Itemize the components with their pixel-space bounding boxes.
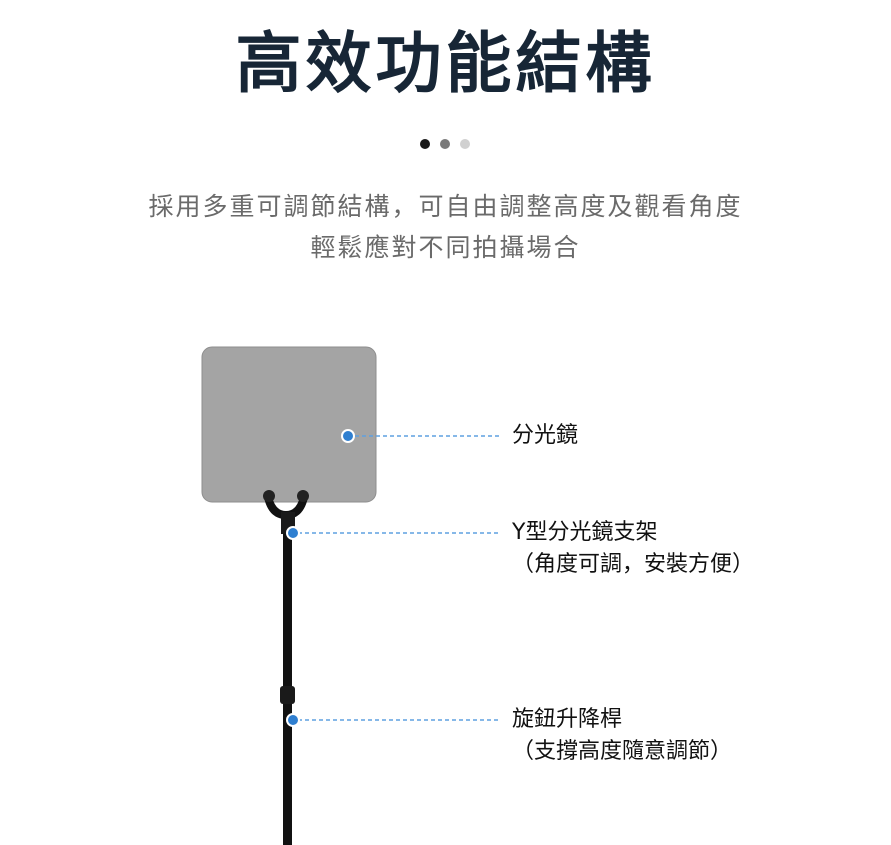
callout-note: （角度可調，安裝方便） (512, 552, 755, 577)
callout-dot-splitter (341, 429, 355, 443)
callout-title: 旋鈕升降桿 (512, 707, 623, 732)
callout-title: 分光鏡 (512, 423, 579, 448)
callout-dot-bracket (286, 526, 300, 540)
callout-note: （支撐高度隨意調節） (512, 739, 733, 764)
knob-joint (280, 686, 295, 704)
carousel-indicators (420, 139, 470, 149)
page-title: 高效功能結構 (235, 25, 656, 102)
lift-pole (283, 520, 292, 845)
carousel-dot-1[interactable] (420, 139, 430, 149)
callout-title: Y型分光鏡支架 (512, 520, 658, 545)
carousel-dot-2[interactable] (440, 139, 450, 149)
carousel-dot-3[interactable] (460, 139, 470, 149)
beam-splitter-glass (201, 346, 377, 503)
callout-pole: 旋鈕升降桿 （支撐高度隨意調節） (512, 704, 732, 768)
callout-bracket: Y型分光鏡支架 （角度可調，安裝方便） (512, 517, 754, 581)
subtitle-line-1: 採用多重可調節結構，可自由調整高度及觀看角度 (148, 192, 743, 221)
callout-dot-pole (286, 713, 300, 727)
subtitle-line-2: 輕鬆應對不同拍攝場合 (310, 233, 581, 262)
callout-splitter: 分光鏡 (512, 420, 578, 452)
